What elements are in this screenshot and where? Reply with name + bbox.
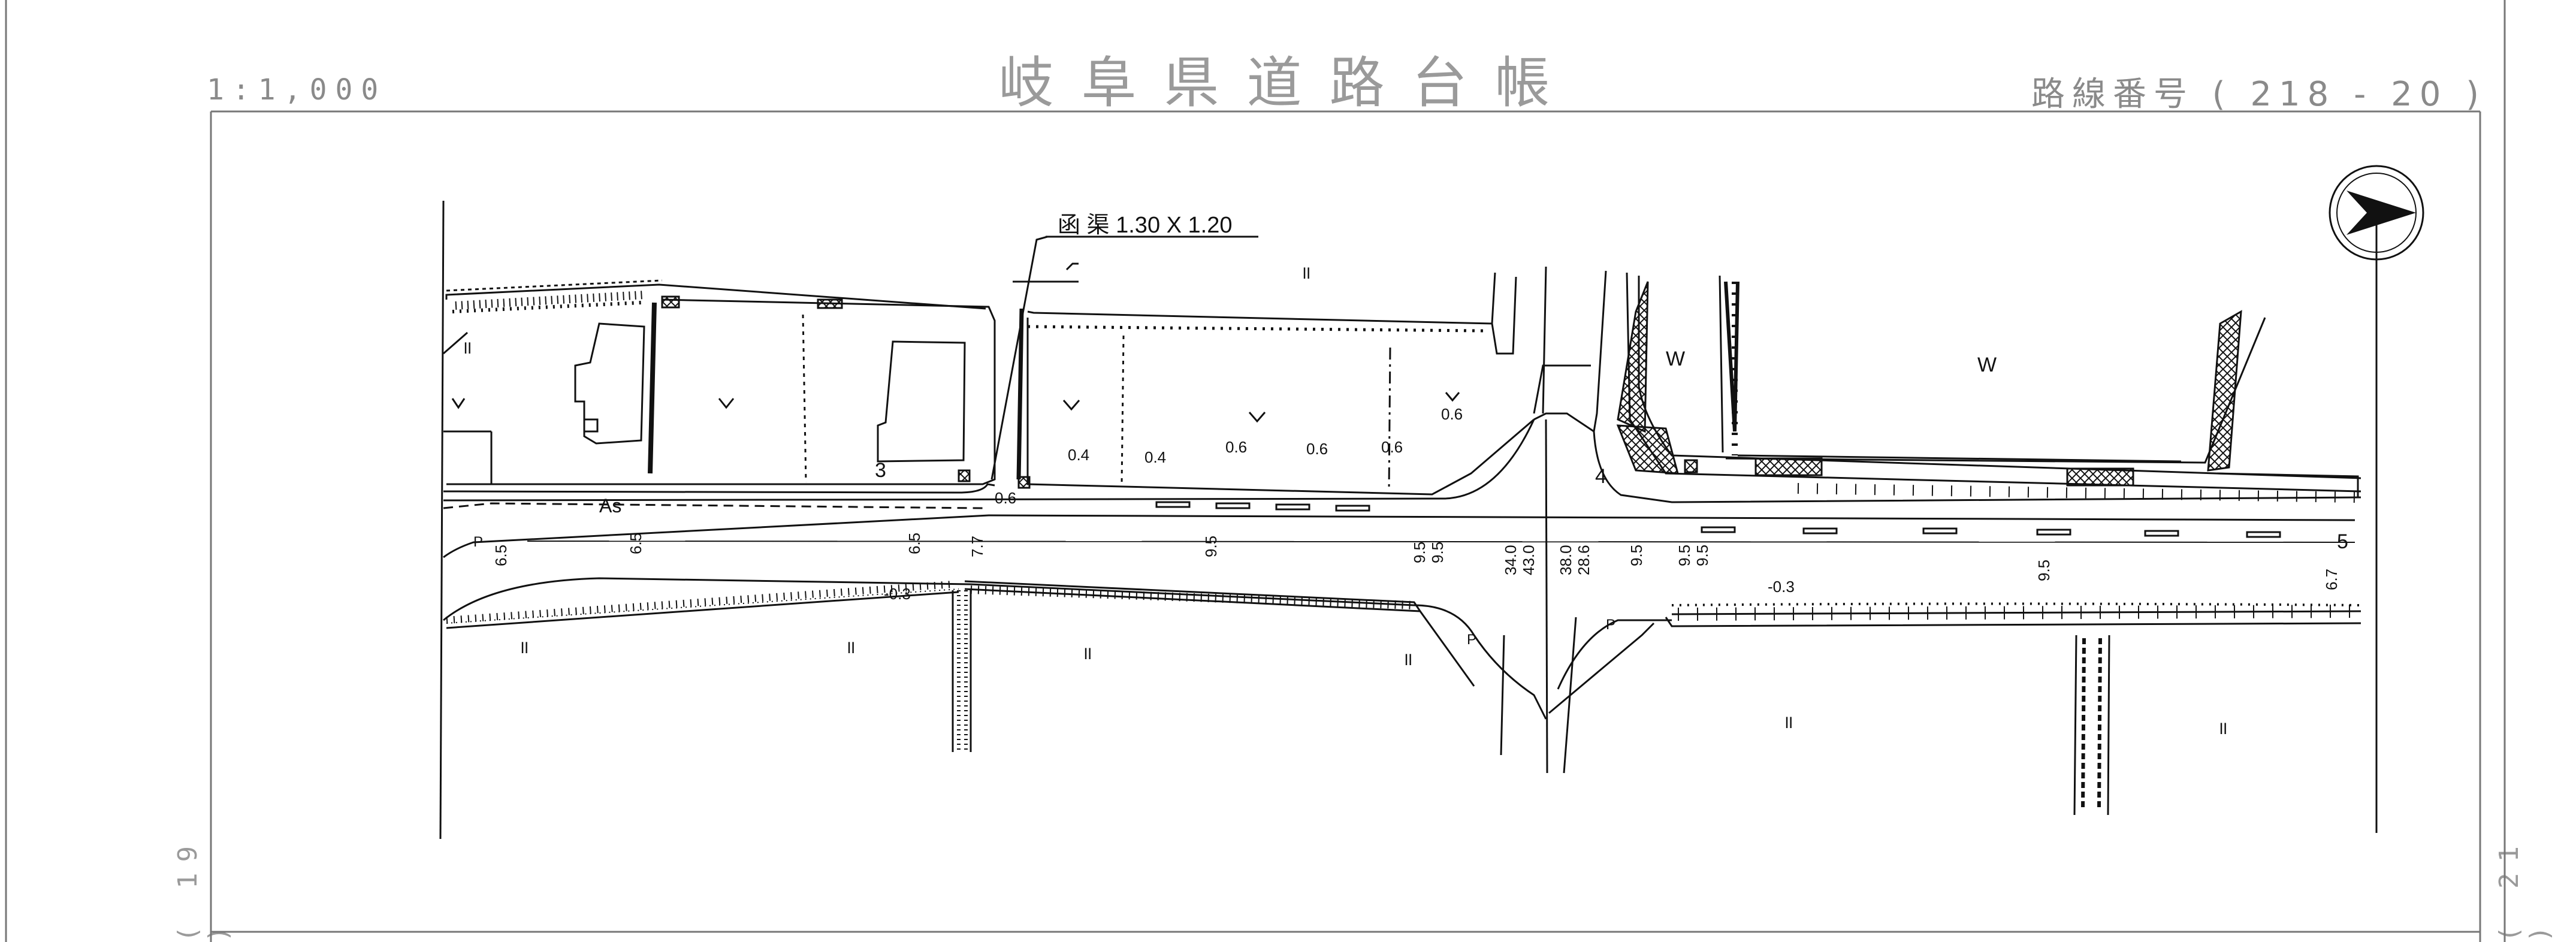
road-width: 6.5 xyxy=(492,545,510,566)
road-width: 7.7 xyxy=(968,536,986,557)
spot-height: 0.6 xyxy=(1225,438,1247,456)
utility-pole-label: P xyxy=(473,534,483,550)
paddy-symbol: ॥ xyxy=(518,638,529,657)
spot-height: 0.4 xyxy=(1068,446,1089,464)
road-width: 9.5 xyxy=(1675,545,1693,566)
paddy-symbol: ॥ xyxy=(1402,650,1413,669)
spot-height: -0.3 xyxy=(884,585,911,603)
road-width: 6.7 xyxy=(2323,569,2341,590)
water-symbol: W xyxy=(1977,354,1997,376)
utility-pole-label: P xyxy=(1467,632,1476,648)
road-width: 6.5 xyxy=(627,533,645,554)
road-width: 9.5 xyxy=(1627,545,1645,566)
utility-pole-label: P xyxy=(1606,617,1615,633)
road-width: 9.5 xyxy=(1202,536,1220,557)
spot-height: 0.6 xyxy=(1306,440,1328,458)
spot-height: 0.4 xyxy=(1144,448,1166,466)
road-width: 6.5 xyxy=(905,533,923,554)
paddy-symbol: ॥ xyxy=(2217,718,2228,738)
road-width: 28.6 xyxy=(1575,545,1593,575)
route-number: 路線番号 ( 218 - 20 ) xyxy=(2031,75,2486,114)
paddy-symbol: ॥ xyxy=(845,638,856,657)
paddy-symbol: ॥ xyxy=(1300,263,1311,283)
page-title: 岐阜県道路台帳 xyxy=(998,51,1578,115)
road-width: 9.5 xyxy=(1429,542,1446,563)
road-width: 9.5 xyxy=(2035,560,2053,581)
pavement-label: As xyxy=(599,495,621,517)
parcel-number-5: 5 xyxy=(2337,530,2348,553)
map-annotations: 函 渠 1.30 X 1.20 As 3 4 5 W W ॥ ॥ ॥ ॥ ॥ ॥… xyxy=(461,213,2348,738)
scale-label: 1:1,000 xyxy=(207,73,387,107)
spot-height: 0.6 xyxy=(1381,438,1403,456)
road-width: 9.5 xyxy=(1693,545,1711,566)
water-symbol: W xyxy=(1666,348,1685,370)
road-width: 38.0 xyxy=(1557,545,1575,575)
parcel-number-4: 4 xyxy=(1595,465,1606,488)
road-width: 34.0 xyxy=(1502,545,1520,575)
paddy-symbol: ॥ xyxy=(1783,712,1793,732)
parcel-number-3: 3 xyxy=(875,459,886,482)
north-arrow-icon xyxy=(2329,165,2424,833)
spot-height: 0.6 xyxy=(995,489,1016,507)
culvert-label: 函 渠 1.30 X 1.20 xyxy=(1058,213,1233,238)
map-frame xyxy=(5,0,2506,942)
road-width: 43.0 xyxy=(1520,545,1538,575)
paddy-symbol: ॥ xyxy=(461,338,472,358)
paddy-symbol: ॥ xyxy=(1082,644,1092,663)
road-width: 9.5 xyxy=(1411,542,1429,563)
spot-height: -0.3 xyxy=(1768,578,1795,596)
spot-height: 0.6 xyxy=(1441,405,1463,423)
